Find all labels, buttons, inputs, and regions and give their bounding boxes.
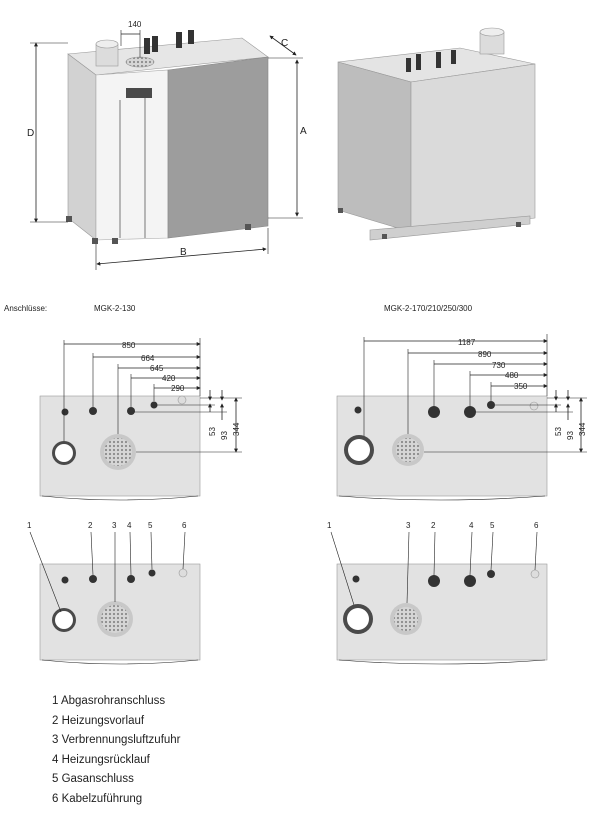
large-callout-4: 4 xyxy=(469,521,474,530)
large-dim-890: 890 xyxy=(478,350,492,359)
small-dim-290: 290 xyxy=(171,384,185,393)
dim-label-c: C xyxy=(281,38,288,49)
connections-legend: 1 Abgasrohranschluss 2 Heizungsvorlauf 3… xyxy=(52,692,181,809)
small-callout-5: 5 xyxy=(148,521,153,530)
legend-item-return: 4 Heizungsrücklauf xyxy=(52,753,150,766)
dim-label-140: 140 xyxy=(128,20,142,29)
large-top-view xyxy=(336,395,548,501)
dim-label-d: D xyxy=(27,128,34,139)
legend-item-flow: 2 Heizungsvorlauf xyxy=(52,714,145,727)
section-label: Anschlüsse: xyxy=(4,304,47,313)
model-label-large: MGK-2-170/210/250/300 xyxy=(384,304,473,313)
large-callout-5: 5 xyxy=(490,521,495,530)
large-callout-view xyxy=(330,531,548,665)
large-dim-93: 93 xyxy=(566,431,575,440)
dim-label-a: A xyxy=(300,126,307,137)
small-callout-view xyxy=(29,531,201,665)
large-dim-350: 350 xyxy=(514,382,528,391)
large-callout-2: 2 xyxy=(431,521,436,530)
boiler-front-view xyxy=(66,30,269,244)
small-dim-420: 420 xyxy=(162,374,176,383)
small-callout-2: 2 xyxy=(88,521,93,530)
legend-item-cable: 6 Kabelzuführung xyxy=(52,792,143,805)
small-dim-850: 850 xyxy=(122,341,136,350)
boiler-rear-view xyxy=(337,27,536,241)
large-dim-344: 344 xyxy=(578,422,587,436)
small-dimension-lines xyxy=(63,338,242,453)
model-label-small: MGK-2-130 xyxy=(94,304,136,313)
small-dim-645: 645 xyxy=(150,364,164,373)
large-callout-3: 3 xyxy=(406,521,411,530)
large-dimension-lines xyxy=(363,334,587,453)
small-callout-1: 1 xyxy=(27,521,32,530)
small-callout-6: 6 xyxy=(182,521,187,530)
legend-item-gas: 5 Gasanschluss xyxy=(52,773,134,785)
large-callout-1: 1 xyxy=(327,521,332,530)
large-dim-53: 53 xyxy=(554,427,563,436)
small-dim-93: 93 xyxy=(220,431,229,440)
small-dim-344: 344 xyxy=(232,422,241,436)
small-dim-664: 664 xyxy=(141,354,155,363)
dim-label-b: B xyxy=(180,247,187,258)
legend-item-combustion-air: 3 Verbrennungsluftzufuhr xyxy=(52,734,181,746)
small-dim-53: 53 xyxy=(208,427,217,436)
small-callout-3: 3 xyxy=(112,521,117,530)
front-dimensions xyxy=(30,30,303,270)
small-callout-4: 4 xyxy=(127,521,132,530)
large-dim-480: 480 xyxy=(505,371,519,380)
legend-item-flue: 1 Abgasrohranschluss xyxy=(52,695,166,707)
large-dim-730: 730 xyxy=(492,361,506,370)
large-callout-6: 6 xyxy=(534,521,539,530)
large-dim-1187: 1187 xyxy=(458,338,476,347)
small-top-view xyxy=(39,395,201,501)
